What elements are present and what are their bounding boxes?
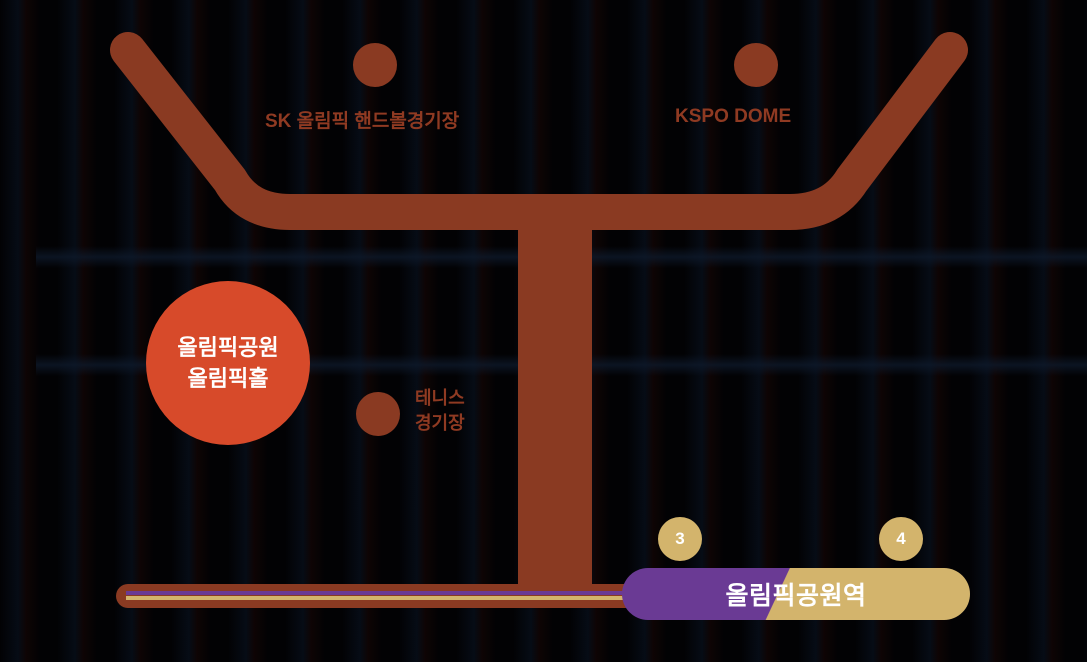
olympic-hall-line1: 올림픽공원 [177, 335, 279, 360]
venue-marker-olympic-hall[interactable]: 올림픽공원 올림픽홀 [146, 281, 310, 445]
exit-badge-4[interactable]: 4 [879, 517, 923, 561]
path-stem [518, 212, 592, 596]
exit-badge-3[interactable]: 3 [658, 517, 702, 561]
venue-marker-tennis[interactable] [356, 392, 400, 436]
venue-label-tennis: 테니스 경기장 [415, 386, 465, 436]
venue-label-kspo-dome: KSPO DOME [675, 106, 792, 127]
path-upper-arms [110, 32, 968, 230]
tennis-label-line1: 테니스 [415, 388, 465, 408]
station-name: 올림픽공원역 [725, 582, 867, 610]
olympic-hall-line2: 올림픽홀 [187, 366, 269, 391]
station-pill[interactable]: 올림픽공원역 [622, 568, 970, 620]
venue-marker-sk-handball[interactable] [353, 43, 397, 87]
venue-label-sk-handball: SK 올림픽 핸드볼경기장 [265, 111, 460, 132]
venue-marker-kspo-dome[interactable] [734, 43, 778, 87]
tennis-label-line2: 경기장 [415, 413, 465, 433]
